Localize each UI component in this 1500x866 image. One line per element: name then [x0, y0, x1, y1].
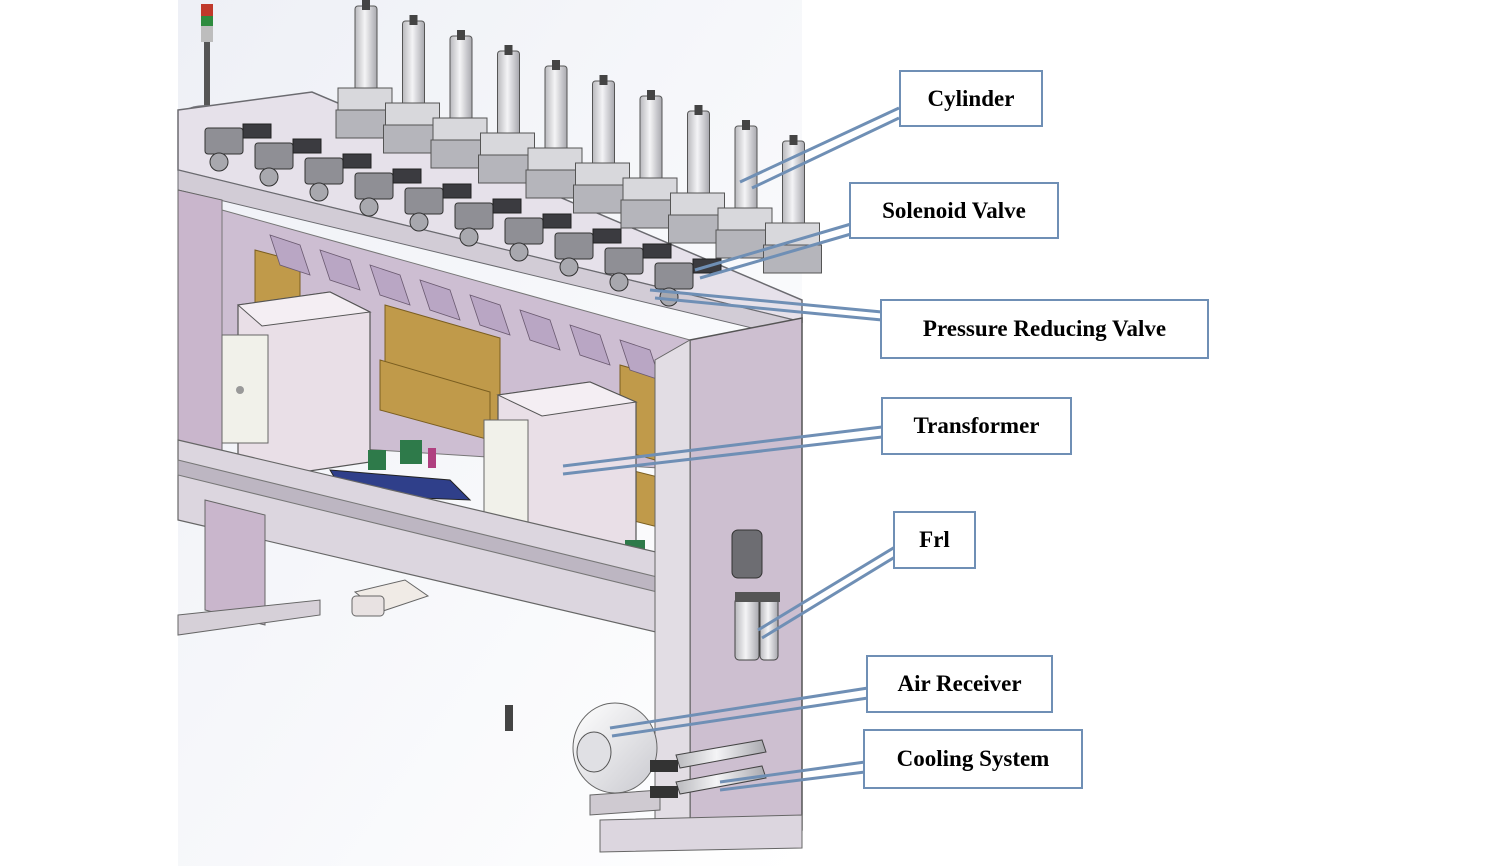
valve [554, 228, 622, 277]
label-pressure-reducing-valve: Pressure Reducing Valve [880, 299, 1209, 359]
leader-solenoid [694, 222, 852, 272]
left-panel [177, 189, 223, 471]
valve [304, 153, 372, 202]
leader-cooling-2 [719, 770, 866, 792]
valve [454, 198, 522, 247]
foot-pedal [351, 579, 430, 617]
label-cylinder: Cylinder [899, 70, 1043, 127]
transformer-left [221, 291, 372, 479]
leader-solenoid-2 [699, 232, 852, 280]
valve [404, 183, 472, 232]
leader-transformer-2 [562, 435, 883, 476]
transformer-right [483, 381, 638, 561]
label-cooling-system: Cooling System [863, 729, 1083, 789]
label-air-receiver: Air Receiver [866, 655, 1053, 713]
base-rail [599, 814, 803, 853]
leader-prv-2 [654, 296, 883, 322]
cylinder [335, 0, 395, 139]
cylinder [668, 105, 727, 244]
air-receiver-tank [572, 702, 661, 816]
frl-unit [731, 529, 780, 661]
label-transformer: Transformer [881, 397, 1072, 455]
leader-cylinder-2 [751, 116, 900, 190]
leader-frl [757, 545, 896, 632]
cylinder [620, 90, 680, 229]
leader-transformer [562, 425, 883, 468]
fin-brackets [269, 234, 661, 381]
valve [604, 243, 672, 292]
valve-row [204, 123, 722, 307]
valve [254, 138, 322, 187]
callout-leaders [562, 106, 900, 792]
valve [204, 123, 272, 172]
leader-air-2 [611, 696, 869, 738]
leader-cooling [719, 760, 866, 784]
cylinder [383, 15, 442, 154]
leader-air [609, 686, 869, 730]
cylinder-row [335, 0, 822, 274]
cooling-tubes [650, 739, 767, 798]
small-bracket [505, 705, 513, 731]
cylinder [525, 60, 585, 199]
leader-prv [649, 288, 883, 314]
valve [504, 213, 572, 262]
leader-cylinder [739, 106, 900, 184]
label-frl: Frl [893, 511, 976, 569]
leader-frl-2 [761, 555, 896, 640]
valve [354, 168, 422, 217]
label-solenoid-valve: Solenoid Valve [849, 182, 1059, 239]
